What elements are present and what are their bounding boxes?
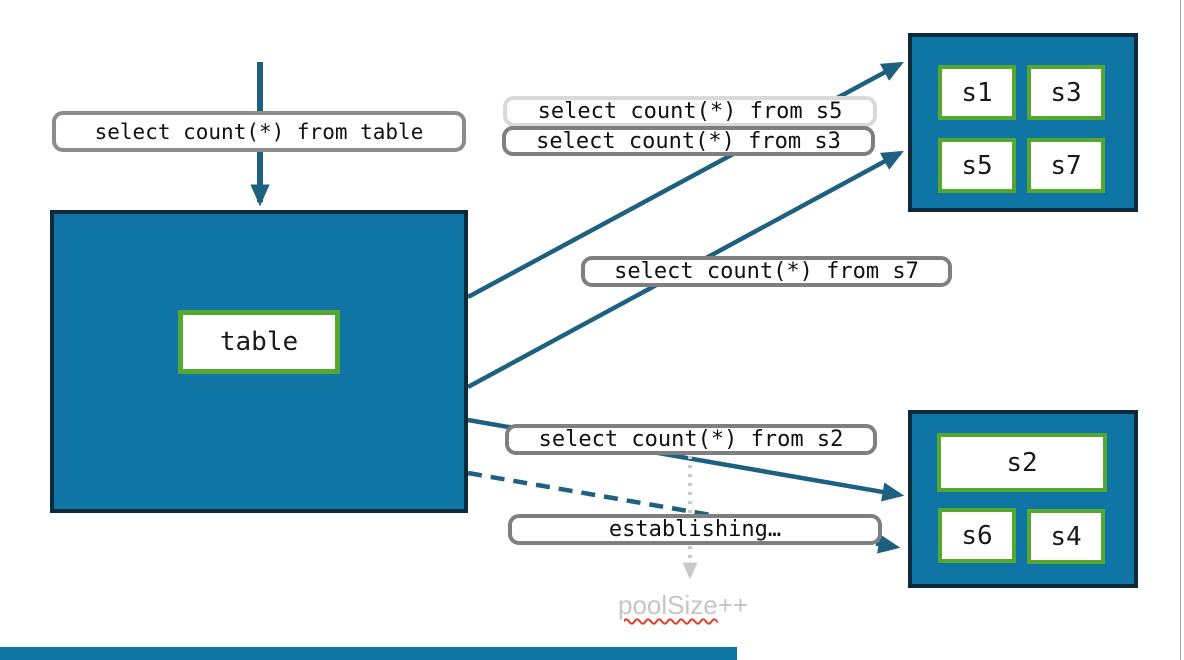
shard-cell-s7: s7 bbox=[1027, 138, 1105, 193]
shard-group-top: s1 s3 s5 s7 bbox=[908, 33, 1138, 212]
shard-cell-s5: s5 bbox=[938, 138, 1016, 193]
poolsize-suffix: ++ bbox=[717, 590, 749, 620]
shard-label: s3 bbox=[1050, 77, 1082, 108]
shard-cell-s6: s6 bbox=[938, 508, 1016, 563]
query-label-s5: select count(*) from s5 bbox=[503, 96, 877, 127]
table-node-box: table bbox=[50, 210, 468, 513]
shard-label: s2 bbox=[1006, 447, 1038, 478]
shard-cell-s2: s2 bbox=[937, 433, 1107, 492]
shard-label: s6 bbox=[961, 520, 993, 551]
establishing-label: establishing… bbox=[508, 514, 882, 545]
shard-label: s7 bbox=[1050, 150, 1082, 181]
query-label-s2: select count(*) from s2 bbox=[505, 424, 877, 455]
shard-cell-s1: s1 bbox=[938, 65, 1016, 120]
shard-label: s4 bbox=[1050, 521, 1082, 552]
query-label-table: select count(*) from table bbox=[52, 111, 466, 152]
slide-edge-line bbox=[1180, 0, 1181, 660]
shard-group-bottom: s2 s6 s4 bbox=[908, 410, 1138, 588]
table-label: table bbox=[219, 327, 299, 357]
shard-label: s1 bbox=[961, 77, 993, 108]
shard-label: s5 bbox=[961, 150, 993, 181]
progress-bar bbox=[0, 647, 737, 660]
query-label-s3: select count(*) from s3 bbox=[502, 126, 875, 156]
query-label-s7: select count(*) from s7 bbox=[581, 256, 952, 287]
poolsize-text: poolSize bbox=[618, 590, 718, 620]
table-cell: table bbox=[178, 310, 340, 374]
shard-cell-s4: s4 bbox=[1027, 509, 1105, 564]
shard-cell-s3: s3 bbox=[1027, 65, 1105, 120]
poolsize-annotation: poolSize++ bbox=[618, 590, 748, 621]
